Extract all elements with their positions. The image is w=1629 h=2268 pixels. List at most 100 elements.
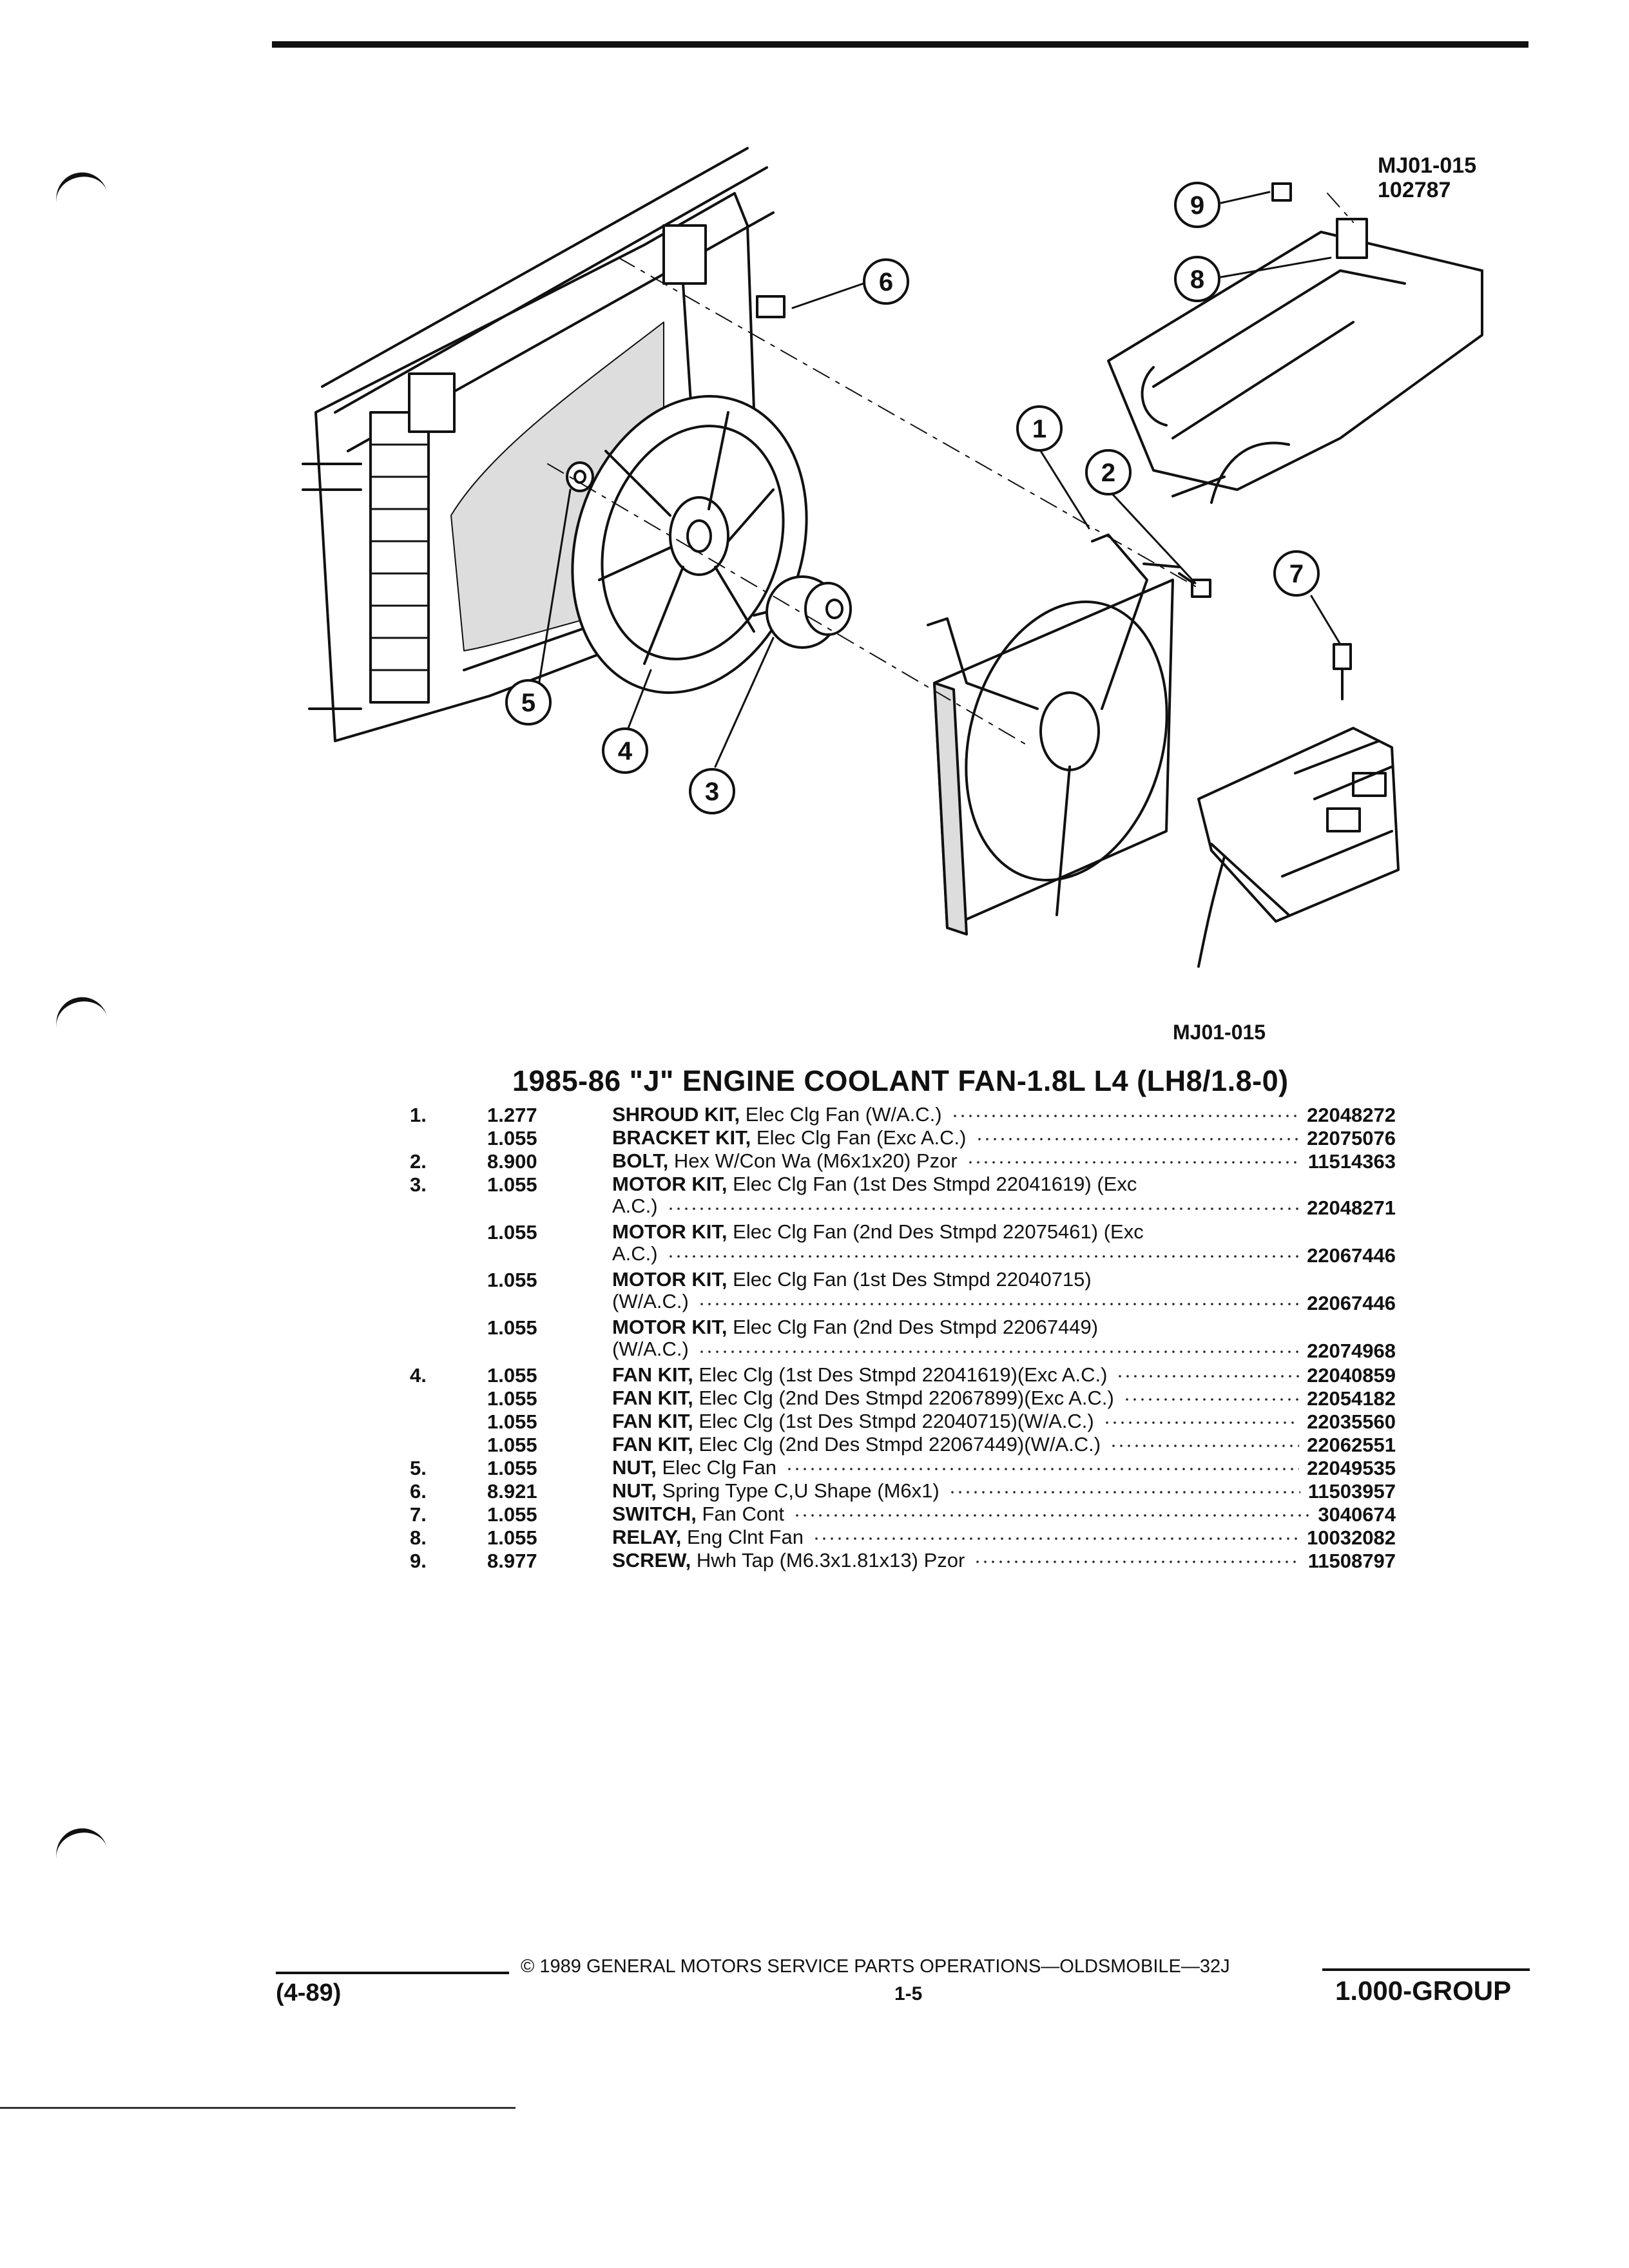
part-name: MOTOR KIT, [612,1173,728,1195]
part-number: 22054182 [1307,1387,1396,1410]
dot-leader [1103,1421,1300,1425]
callout-label-2: 2 [1101,459,1115,487]
callout-label-8: 8 [1190,265,1204,294]
callout-circles [505,182,1320,814]
part-detail-continued: A.C.) [612,1195,658,1217]
part-group-code: 1.055 [487,1221,537,1244]
part-detail: Elec Clg (2nd Des Stmpd 22067899)(Exc A.… [699,1387,1114,1409]
part-detail: Elec Clg (1st Des Stmpd 22041619)(Exc A.… [699,1363,1108,1386]
part-description: MOTOR KIT, Elec Clg Fan (1st Des Stmpd 2… [612,1173,1257,1217]
part-description: BRACKET KIT, Elec Clg Fan (Exc A.C.) [612,1127,1257,1149]
footer-copyright: © 1989 GENERAL MOTORS SERVICE PARTS OPER… [521,1956,1230,1977]
part-index: 7. [410,1503,427,1526]
dot-leader [812,1537,1300,1541]
parts-row: 1.055 MOTOR KIT, Elec Clg Fan (1st Des St… [410,1269,1396,1316]
part-description: SHROUD KIT, Elec Clg Fan (W/A.C.) [612,1104,1257,1126]
part-detail: Elec Clg Fan (2nd Des Stmpd 22067449) [733,1316,1099,1338]
parts-row: 1.055 FAN KIT, Elec Clg (2nd Des Stmpd 22… [410,1434,1396,1457]
part-group-code: 1.055 [487,1434,537,1456]
callout-label-6: 6 [879,268,893,296]
parts-row: 6. 8.921 NUT, Spring Type C,U Shape (M6x1)… [410,1480,1396,1503]
shroud-bolt [1178,572,1211,598]
binder-punch-mark [51,1823,109,1864]
part-number: 11508797 [1307,1550,1396,1572]
figure-id-code: MJ01-015 [1378,153,1477,178]
part-name: BOLT, [612,1149,669,1172]
bottom-rule [0,2107,516,2109]
dot-leader [666,1207,1300,1211]
assembly-center-lines [547,193,1354,748]
part-detail-continued: (W/A.C.) [612,1338,689,1360]
callout-circle-2 [1085,449,1132,495]
part-description: NUT, Spring Type C,U Shape (M6x1) [612,1480,1257,1502]
part-index: 9. [410,1550,427,1572]
part-group-code: 1.055 [487,1387,537,1410]
callout-circle-8 [1174,256,1220,302]
callout-label-3: 3 [705,778,719,806]
part-detail: Hex W/Con Wa (M6x1x20) Pzor [673,1149,958,1172]
section-title: 1985-86 "J" ENGINE COOLANT FAN-1.8L L4 (… [512,1064,1289,1097]
dot-leader [1123,1398,1300,1401]
dot-leader [948,1490,1300,1494]
part-group-code: 1.055 [487,1269,537,1291]
part-name: NUT, [612,1456,657,1479]
part-description: BOLT, Hex W/Con Wa (M6x1x20) Pzor [612,1150,1257,1172]
part-detail: Eng Clnt Fan [687,1526,804,1548]
part-group-code: 8.921 [487,1480,537,1503]
part-detail: Hwh Tap (M6.3x1.81x13) Pzor [696,1549,965,1571]
dot-leader [974,1560,1300,1564]
part-detail: Elec Clg Fan [662,1456,776,1479]
callout-label-1: 1 [1032,415,1046,443]
part-name: SWITCH, [612,1503,697,1525]
part-index: 1. [410,1104,427,1126]
part-description: FAN KIT, Elec Clg (1st Des Stmpd 2204071… [612,1410,1257,1432]
part-description: FAN KIT, Elec Clg (2nd Des Stmpd 2206789… [612,1387,1257,1409]
figure-id-top: MJ01-015 102787 [1378,153,1476,202]
part-number: 11503957 [1307,1480,1396,1503]
dot-leader [1110,1444,1300,1448]
part-name: MOTOR KIT, [612,1316,728,1338]
dot-leader [1116,1374,1300,1378]
part-detail: Elec Clg (1st Des Stmpd 22040715)(W/A.C.… [699,1410,1094,1432]
part-description: FAN KIT, Elec Clg (2nd Des Stmpd 2206744… [612,1434,1257,1456]
footer-rule-left [276,1972,509,1974]
part-number: 22067446 [1307,1292,1396,1314]
part-group-code: 8.977 [487,1550,537,1572]
part-description: MOTOR KIT, Elec Clg Fan (2nd Des Stmpd 2… [612,1316,1257,1360]
fan-blade [571,395,808,694]
part-description: RELAY, Eng Clnt Fan [612,1526,1257,1548]
part-index: 2. [410,1150,427,1173]
part-detail: Elec Clg Fan (1st Des Stmpd 22040715) [733,1268,1092,1291]
callout-circle-1 [1016,405,1063,452]
dot-leader [697,1302,1300,1306]
part-name: FAN KIT, [612,1433,693,1456]
exploded-view-diagram: 1 2 3 4 5 6 7 8 9 [302,147,1483,968]
top-rule [272,41,1528,48]
part-name: MOTOR KIT, [612,1268,728,1291]
part-group-code: 1.055 [487,1457,537,1479]
part-number: 22040859 [1307,1364,1396,1387]
part-description: SWITCH, Fan Cont [612,1503,1257,1525]
fan-motor [753,575,852,649]
part-description: FAN KIT, Elec Clg (1st Des Stmpd 2204161… [612,1364,1257,1386]
footer-page-number: 1-5 [894,1983,923,2004]
part-number: 22062551 [1307,1434,1396,1456]
part-index: 8. [410,1526,427,1549]
part-name: BRACKET KIT, [612,1126,751,1149]
coolant-fan-switch [1333,643,1352,700]
callout-label-7: 7 [1289,560,1304,588]
part-index: 5. [410,1457,427,1479]
part-detail: Elec Clg Fan (W/A.C.) [745,1103,942,1126]
part-number: 22067446 [1307,1244,1396,1267]
part-index: 6. [410,1480,427,1503]
dot-leader [793,1514,1311,1517]
